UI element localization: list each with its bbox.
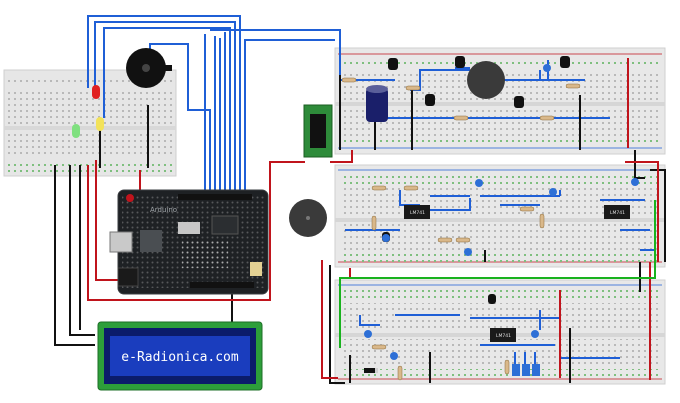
black-wires	[54, 75, 666, 384]
lcd-display: e-Radionica.com	[97, 321, 263, 391]
power-jack-module	[303, 104, 333, 158]
resistors	[341, 77, 581, 381]
breadboard-right-top	[334, 47, 666, 155]
blue-wires	[87, 15, 655, 375]
electrolytic-capacitor	[366, 85, 388, 122]
vibration-motor	[289, 199, 327, 237]
diode	[364, 368, 378, 373]
potentiometers	[512, 364, 540, 376]
led-yellow	[96, 117, 104, 131]
transistors	[382, 56, 570, 304]
ic-chips	[404, 205, 630, 342]
led-green	[72, 124, 80, 138]
chip-label-3: LM741	[496, 333, 511, 339]
speaker-disk	[467, 61, 505, 99]
chip-label-1: LM741	[410, 210, 425, 216]
ceramic-capacitors	[364, 64, 639, 360]
green-wire	[339, 200, 656, 348]
buzzer	[126, 48, 172, 88]
arduino-board: Arduino	[109, 189, 269, 295]
chip-label-2: LM741	[610, 210, 625, 216]
lcd-text: e-Radionica.com	[121, 350, 239, 365]
led-red	[92, 85, 100, 99]
board-brand-label: Arduino	[150, 206, 177, 214]
